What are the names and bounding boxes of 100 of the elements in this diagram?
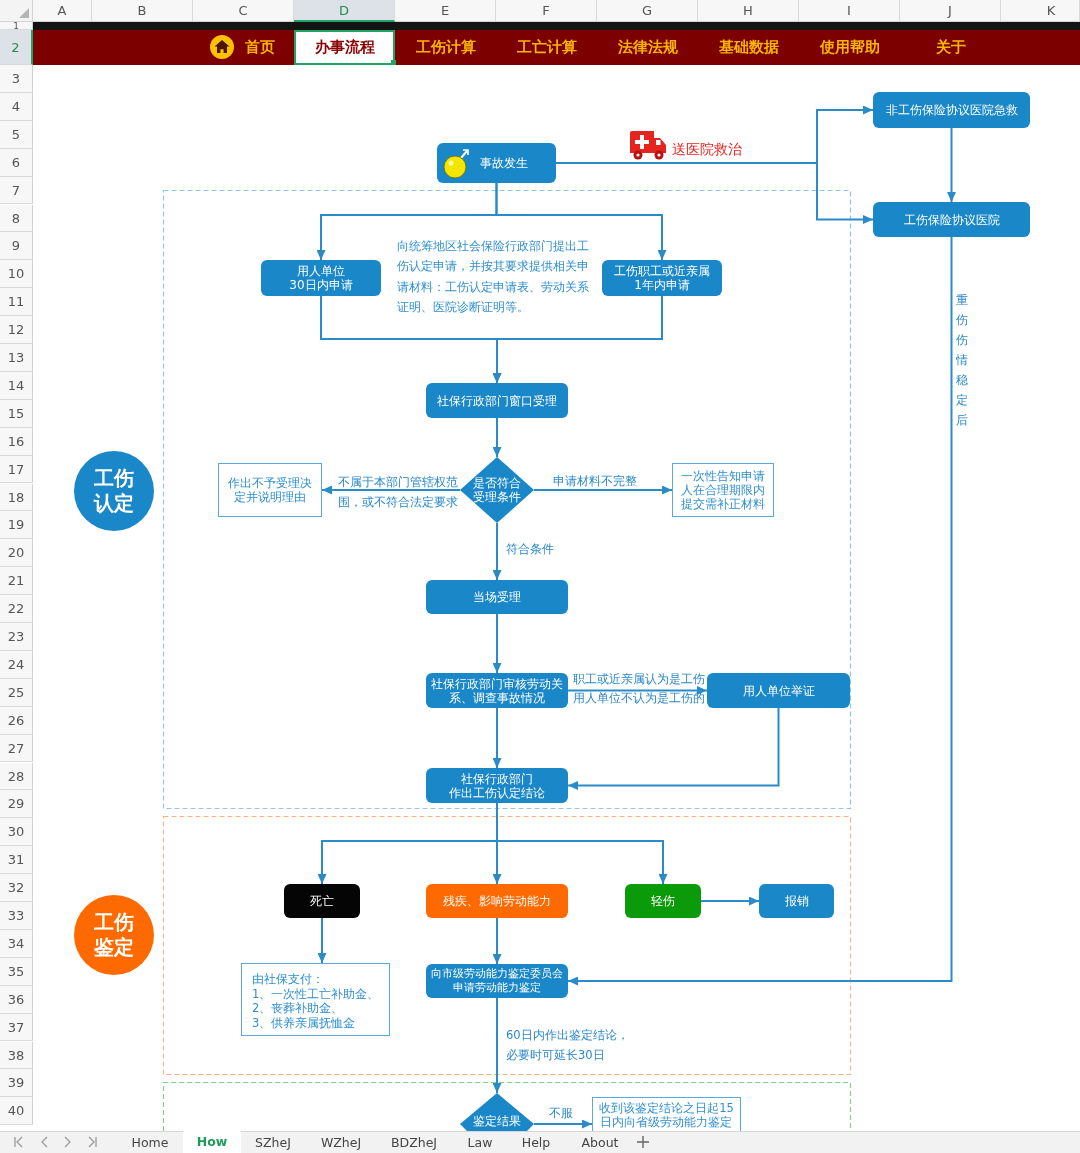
- edge-label: 不属于本部门管辖权范围，或不符合法定要求: [338, 474, 458, 511]
- row-header: 5: [0, 120, 33, 149]
- edge-label: 符合条件: [506, 542, 554, 556]
- note-box: 一次性告知申请人在合理期限内提交需补正材料: [672, 463, 774, 517]
- menu-link: 法律法规: [617, 38, 678, 56]
- process-box: 社保行政部门窗口受理: [426, 383, 568, 418]
- arrow: [533, 485, 673, 495]
- edge-label: 60日内作出鉴定结论，必要时可延长30日: [506, 1027, 629, 1064]
- decision-diamond: 鉴定结果: [460, 1093, 534, 1131]
- row-header: 32: [0, 874, 33, 902]
- list-heading: 由社保支付：: [252, 972, 324, 987]
- note-text: 向统筹地区社会保险行政部门提出工伤认定申请，并按其要求提供相关申请材料：工伤认定申请表、劳动关系证明、医院诊断证明等。: [397, 238, 589, 316]
- note-box: [241, 963, 390, 1036]
- row-header: 14: [0, 371, 33, 400]
- sheet-tab-label: WZheJ: [320, 1135, 362, 1150]
- column-header: D: [294, 0, 395, 22]
- row-header: 39: [0, 1069, 33, 1098]
- list-item: 3、供养亲属抚恤金: [252, 1015, 356, 1030]
- process-box: [437, 143, 556, 183]
- arrow: [496, 802, 668, 885]
- arrow: [495, 182, 667, 261]
- note-box: 收到该鉴定结论之日起15日内向省级劳动能力鉴定: [592, 1097, 741, 1131]
- column-header: K: [1001, 0, 1080, 22]
- arrow: [321, 485, 461, 495]
- row-header: 34: [0, 929, 33, 958]
- row-header: 3: [0, 65, 33, 93]
- edge-label: 申请材料不完整: [553, 474, 637, 488]
- section-circle: 工伤鉴定: [74, 895, 154, 975]
- menu-link: 基础数据: [718, 38, 779, 56]
- row-header: 4: [0, 92, 33, 121]
- arrow: [492, 707, 502, 769]
- column-header: F: [496, 0, 597, 22]
- arrow: [947, 127, 956, 203]
- arrow: [317, 917, 327, 964]
- column-header: J: [900, 0, 1001, 22]
- edge-label: 职工或近亲属认为是工伤用人单位不认为是工伤的: [573, 671, 705, 707]
- column-header: B: [92, 0, 193, 22]
- menu-link: 首页: [245, 38, 275, 56]
- row-header: 6: [0, 148, 33, 177]
- list-item: 1、一次性工亡补助金、: [252, 986, 380, 1001]
- arrow: [492, 417, 502, 458]
- process-box: 工伤保险协议医院: [873, 202, 1030, 237]
- row-header: 2: [0, 30, 33, 65]
- row-header: 22: [0, 595, 33, 623]
- node-label: 事故发生: [480, 156, 528, 170]
- row-header: 36: [0, 985, 33, 1014]
- process-box: 残疾、影响劳动能力: [426, 884, 568, 918]
- row-header: 21: [0, 567, 33, 596]
- list-item: 2、丧葬补助金、: [252, 1001, 344, 1016]
- row-header: 17: [0, 455, 33, 484]
- arrow: [533, 1119, 593, 1129]
- row-header: 1: [0, 22, 33, 30]
- process-box: 用人单位举证: [707, 673, 850, 708]
- column-header: C: [193, 0, 294, 22]
- sheet-tab-label: About: [581, 1135, 619, 1150]
- row-header: 16: [0, 427, 33, 456]
- process-box: 工伤职工或近亲属1年内申请: [602, 260, 722, 296]
- sheet-tab-label: Home: [131, 1135, 169, 1150]
- sheet-tab-label: BDZheJ: [390, 1135, 438, 1150]
- process-box: 死亡: [284, 884, 360, 918]
- menu-link: 使用帮助: [819, 38, 880, 56]
- row-header: 20: [0, 539, 33, 568]
- column-header: A: [33, 0, 92, 22]
- row-header: 29: [0, 790, 33, 819]
- row-header: 33: [0, 902, 33, 930]
- row-header: 10: [0, 260, 33, 289]
- row-header: 31: [0, 846, 33, 875]
- sheet-tab-label: SZheJ: [255, 1135, 291, 1150]
- menu-link: 工亡计算: [516, 38, 577, 56]
- column-header: E: [395, 0, 496, 22]
- process-box: 用人单位30日内申请: [261, 260, 381, 296]
- column-header: I: [799, 0, 900, 22]
- row-header: 13: [0, 344, 33, 372]
- row-header: 15: [0, 399, 33, 428]
- arrow: [492, 295, 663, 384]
- row-header: 37: [0, 1013, 33, 1042]
- process-box: 当场受理: [426, 580, 568, 614]
- sheet-tab-label: Law: [467, 1135, 493, 1150]
- row-header: 26: [0, 706, 33, 735]
- process-box: 轻伤: [625, 884, 701, 918]
- arrow: [567, 686, 708, 695]
- row-header: 38: [0, 1041, 33, 1070]
- row-header: 18: [0, 483, 33, 512]
- arrow: [492, 997, 502, 1094]
- process-box: 社保行政部门作出工伤认定结论: [426, 768, 568, 803]
- menu-link: 关于: [935, 38, 966, 56]
- process-box: 非工伤保险协议医院急救: [873, 92, 1030, 128]
- arrow: [555, 162, 874, 224]
- process-box: 报销: [759, 884, 834, 918]
- sheet-tab-active: How: [183, 1131, 241, 1153]
- row-header: 24: [0, 650, 33, 679]
- row-header: 12: [0, 316, 33, 344]
- edge-label: 送医院救治: [672, 141, 742, 157]
- row-header: 25: [0, 678, 33, 707]
- row-header: 19: [0, 511, 33, 540]
- selected-cell: 办事流程: [294, 30, 395, 65]
- arrow: [700, 896, 760, 906]
- process-box: 向市级劳动能力鉴定委员会申请劳动能力鉴定: [426, 964, 568, 998]
- row-header: 27: [0, 734, 33, 763]
- row-header: 28: [0, 762, 33, 791]
